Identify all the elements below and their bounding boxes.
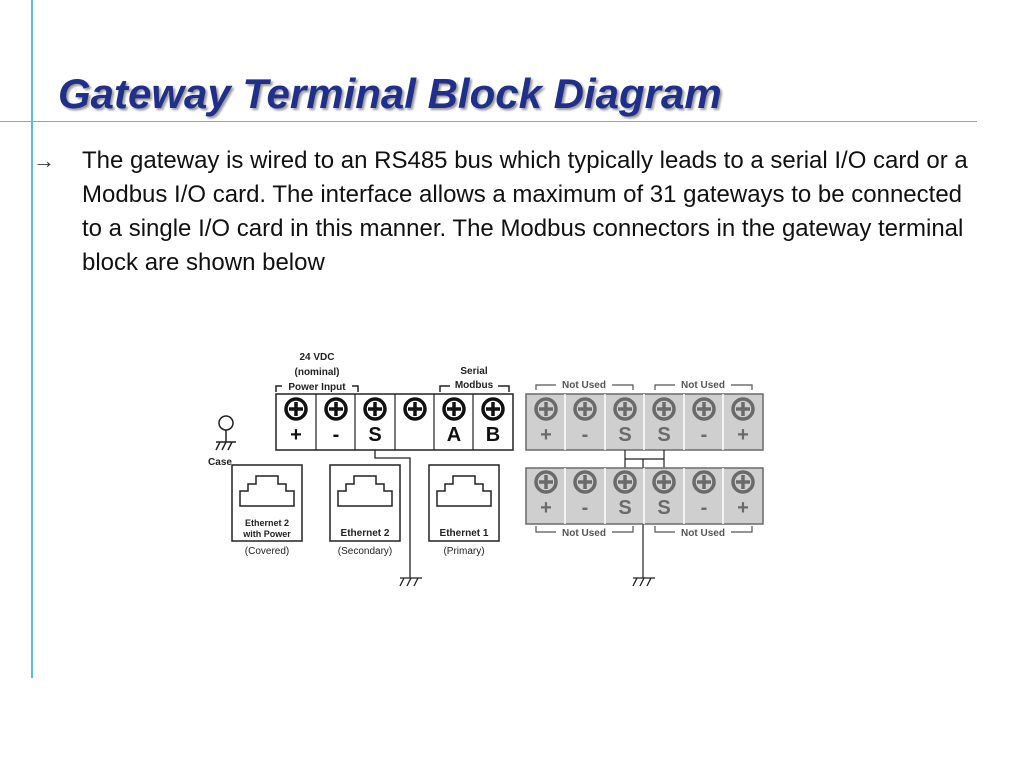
screw-icon — [573, 470, 597, 494]
not-used-label: Not Used — [681, 528, 725, 539]
not-used-bracket — [654, 384, 753, 390]
bullet-arrow-icon: → — [33, 148, 55, 173]
ethernet-port-icon — [231, 464, 303, 542]
case-ground-icon — [215, 415, 236, 451]
serial-modbus-bracket — [439, 385, 510, 392]
screw-icon — [403, 397, 427, 421]
ethernet2-power-line1: Ethernet 2 — [245, 518, 289, 528]
screw-icon — [442, 397, 466, 421]
terminal-label: + — [737, 497, 749, 519]
power-input-bracket — [275, 385, 359, 392]
not-used-label: Not Used — [562, 380, 606, 391]
left-accent-line — [31, 0, 33, 678]
terminal-block-diagram: 24 VDC (nominal) Power Input Serial Modb… — [208, 352, 764, 587]
screw-icon — [613, 397, 637, 421]
ethernet-port-icon — [329, 464, 401, 542]
bullet-text: The gateway is wired to an RS485 bus whi… — [82, 147, 968, 276]
terminal-label: A — [447, 424, 461, 446]
terminal-label: - — [333, 424, 340, 446]
main-terminal-block: + - S A B — [275, 393, 514, 451]
power-label-line3: Power Input — [288, 382, 346, 393]
screw-icon — [534, 397, 558, 421]
terminal-label: - — [701, 497, 708, 519]
screw-icon — [324, 397, 348, 421]
serial-label-line1: Serial — [460, 366, 487, 377]
ethernet1-label: Ethernet 1 — [440, 528, 489, 539]
not-used-label: Not Used — [562, 528, 606, 539]
terminal-label: S — [657, 497, 670, 519]
screw-icon — [573, 397, 597, 421]
not-used-label: Not Used — [681, 380, 725, 391]
terminal-label: S — [368, 424, 381, 446]
terminal-label: B — [486, 424, 500, 446]
terminal-label: S — [618, 424, 631, 446]
terminal-label: + — [540, 424, 552, 446]
not-used-bracket — [535, 526, 634, 533]
ethernet2-power-caption: (Covered) — [245, 546, 289, 557]
screw-icon — [692, 397, 716, 421]
ethernet2-power-line2: with Power — [242, 529, 291, 539]
power-label-line1: 24 VDC — [299, 352, 334, 363]
screw-icon — [363, 397, 387, 421]
right-ground-icon — [632, 577, 655, 587]
terminal-label: + — [540, 497, 552, 519]
serial-label-line2: Modbus — [455, 380, 494, 391]
ethernet2-label: Ethernet 2 — [341, 528, 390, 539]
terminal-label: - — [582, 497, 589, 519]
terminal-label: - — [701, 424, 708, 446]
lower-right-terminal-block: + - S S - + — [525, 467, 764, 525]
not-used-bracket — [654, 526, 753, 533]
screw-icon — [481, 397, 505, 421]
screw-icon — [692, 470, 716, 494]
terminal-label: + — [290, 424, 302, 446]
shield-ground-icon — [399, 577, 422, 587]
ethernet-port-icon — [428, 464, 500, 542]
power-label-line2: (nominal) — [295, 367, 340, 378]
terminal-label: + — [737, 424, 749, 446]
slide-title: Gateway Terminal Block Diagram — [58, 70, 722, 117]
ethernet2-caption: (Secondary) — [338, 546, 392, 557]
screw-icon — [652, 470, 676, 494]
shield-wire — [374, 450, 411, 578]
ethernet1-caption: (Primary) — [443, 546, 484, 557]
not-used-bracket — [535, 384, 634, 390]
case-label: Case — [208, 457, 232, 468]
terminal-label: S — [618, 497, 631, 519]
screw-icon — [731, 470, 755, 494]
screw-icon — [731, 397, 755, 421]
screw-icon — [534, 470, 558, 494]
screw-icon — [284, 397, 308, 421]
terminal-label: S — [657, 424, 670, 446]
screw-icon — [613, 470, 637, 494]
terminal-label: - — [582, 424, 589, 446]
title-underline — [0, 121, 977, 122]
upper-right-terminal-block: + - S S - + — [525, 393, 764, 451]
screw-icon — [652, 397, 676, 421]
